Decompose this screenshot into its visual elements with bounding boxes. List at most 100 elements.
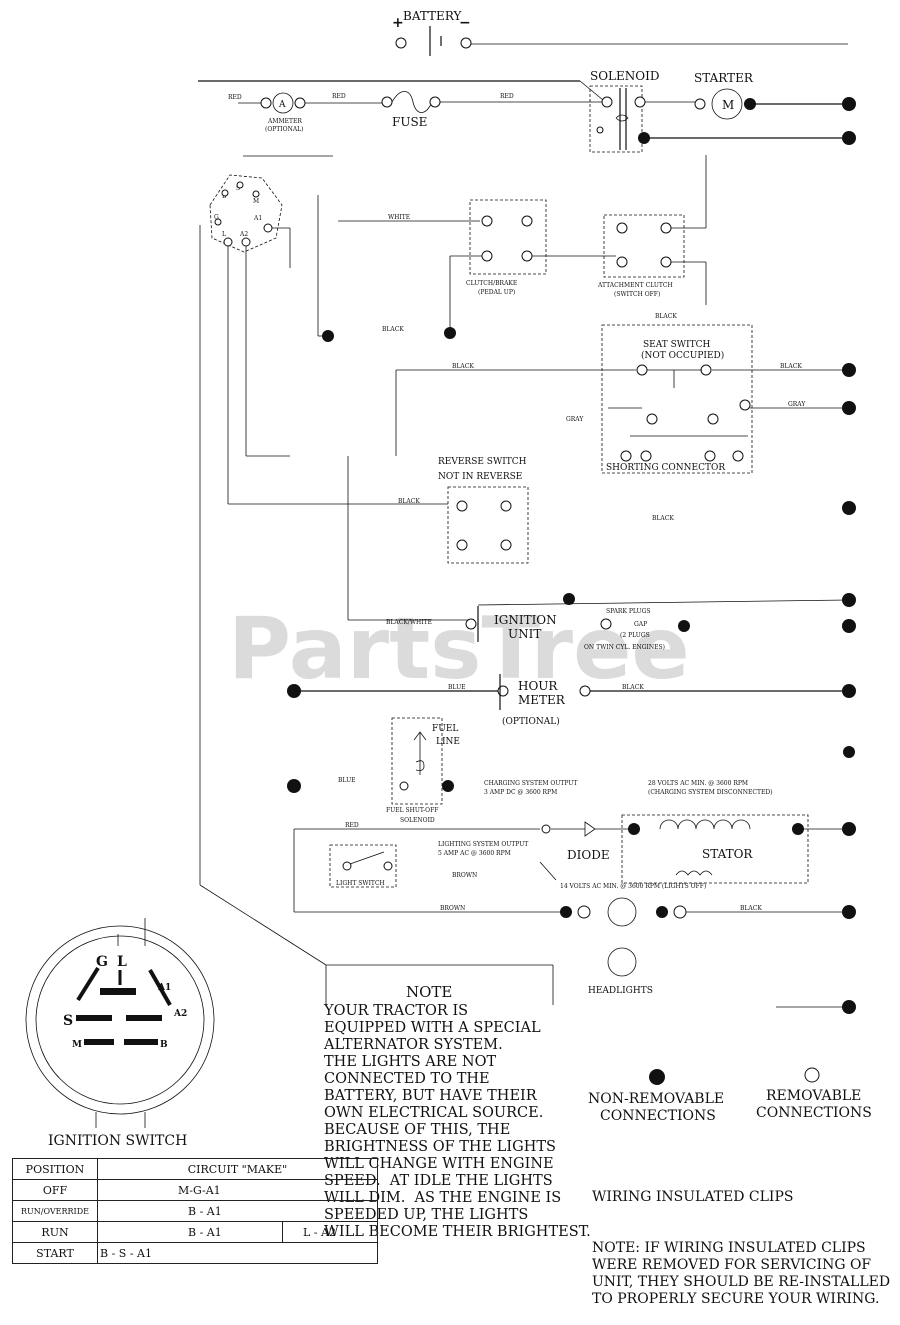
stator-label: STATOR <box>702 847 753 861</box>
switch-face-g: G <box>96 954 108 970</box>
battery: BATTERY + − <box>392 9 848 56</box>
wire-label-black-1: BLACK <box>382 326 404 333</box>
fuel-shutoff-label-1: FUEL SHUT-OFF <box>386 807 438 814</box>
switch-face-l: L <box>117 954 127 970</box>
volts14-label: 14 VOLTS AC MIN. @ 3600 RPM (LIGHTS OFF) <box>560 883 706 890</box>
wire-label-red-4: RED <box>345 822 359 829</box>
battery-negative-terminal <box>460 37 472 49</box>
hour-meter-label-1: HOUR <box>518 679 558 693</box>
conn-letter-a1: A1 <box>253 215 262 222</box>
clutch-brake-sublabel: (PEDAL UP) <box>478 289 515 296</box>
wire-label-blue-2: BLUE <box>338 777 356 784</box>
ammeter-symbol: A <box>278 100 286 110</box>
switch-face-a1: A1 <box>157 983 171 993</box>
switch-face-a2: A2 <box>173 1009 187 1019</box>
ignition-unit-label-1: IGNITION <box>494 613 557 627</box>
light-switch: LIGHT SWITCH <box>329 844 397 888</box>
ignition-switch-table: POSITION CIRCUIT "MAKE" OFF M-G-A1 RUN/O… <box>12 1158 378 1264</box>
charging-output-label-2: 3 AMP DC @ 3600 RPM <box>484 789 557 796</box>
attachment-clutch-label: ATTACHMENT CLUTCH <box>597 282 673 289</box>
ignition-unit-label-2: UNIT <box>508 627 541 641</box>
headlights-label: HEADLIGHTS <box>588 986 653 996</box>
legend-removable-symbol <box>804 1067 820 1083</box>
solenoid-label: SOLENOID <box>590 69 660 83</box>
reverse-switch: REVERSE SWITCH NOT IN REVERSE <box>438 457 529 564</box>
legend-non-removable-symbol <box>649 1069 665 1085</box>
fuse-label: FUSE <box>392 115 427 129</box>
legend-non-removable-1: NON-REMOVABLE <box>588 1091 724 1107</box>
fuel-line-label-2: LINE <box>436 737 460 747</box>
wiring-clips-title: WIRING INSULATED CLIPS <box>592 1189 794 1205</box>
ammeter-caption: AMMETER <box>267 118 302 125</box>
battery-positive-terminal <box>395 37 407 49</box>
ignition-unit: IGNITION UNIT <box>465 606 557 642</box>
header-position: POSITION <box>12 1158 98 1180</box>
fuel-line-label-1: FUEL <box>432 724 458 734</box>
clutch-brake-label: CLUTCH/BRAKE <box>466 280 517 287</box>
wire-label-red-2: RED <box>332 93 346 100</box>
volts28-label-2: (CHARGING SYSTEM DISCONNECTED) <box>648 789 773 796</box>
switch-face-m: M <box>72 1040 82 1050</box>
row-off-position: OFF <box>12 1179 98 1201</box>
switch-face-b: B <box>160 1040 168 1050</box>
conn-letter-s: S <box>236 185 240 192</box>
spark-plugs-label-1: SPARK PLUGS <box>606 608 651 615</box>
wire-label-white: WHITE <box>388 214 410 221</box>
battery-plus-label: + <box>392 15 404 31</box>
wire-label-black-4: BLACK <box>780 363 802 370</box>
conn-letter-b: B <box>222 193 227 200</box>
wire-label-gray-1: GRAY <box>566 416 584 423</box>
wire-label-red-1: RED <box>228 94 242 101</box>
note-title: NOTE <box>406 983 452 1001</box>
attachment-clutch-sublabel: (SWITCH OFF) <box>614 291 660 298</box>
legend-removable-1: REMOVABLE <box>766 1088 861 1104</box>
reverse-switch-sublabel: NOT IN REVERSE <box>438 472 522 482</box>
row-off-circuit: M-G-A1 <box>97 1179 378 1201</box>
ammeter: A AMMETER (OPTIONAL) <box>260 92 306 133</box>
seat-switch-sublabel: (NOT OCCUPIED) <box>641 350 724 361</box>
charging-output-label-1: CHARGING SYSTEM OUTPUT <box>484 780 577 787</box>
battery-minus-label: − <box>459 15 471 31</box>
spark-plugs-label-4: ON TWIN CYL. ENGINES) <box>584 644 665 651</box>
wire-label-brown-2: BROWN <box>440 905 465 912</box>
legend: NON-REMOVABLE CONNECTIONS REMOVABLE CONN… <box>588 1067 872 1124</box>
shorting-connector-label: SHORTING CONNECTOR <box>606 463 725 473</box>
starter-label: STARTER <box>694 71 754 85</box>
row-start-position: START <box>12 1242 98 1264</box>
fuel-shutoff-solenoid: FUEL LINE FUEL SHUT-OFF SOLENOID <box>386 717 460 824</box>
wire-label-black-8: BLACK <box>740 905 762 912</box>
wire-label-black-6: BLACK <box>398 498 420 505</box>
switch-face-s: S <box>63 1013 73 1029</box>
table-row: OFF M-G-A1 <box>12 1179 378 1201</box>
volts28-label-1: 28 VOLTS AC MIN. @ 3600 RPM <box>648 780 748 787</box>
wire-label-red-3: RED <box>500 93 514 100</box>
fuse: FUSE <box>381 91 441 129</box>
wire-label-black-7: BLACK <box>622 684 644 691</box>
light-switch-label: LIGHT SWITCH <box>336 880 385 887</box>
hour-meter: HOUR METER (OPTIONAL) <box>497 674 591 727</box>
row-override-circuit: B - A1 <box>97 1200 378 1222</box>
seat-switch-label: SEAT SWITCH <box>643 340 710 350</box>
table-row: RUN/OVERRIDE B - A1 <box>12 1200 378 1222</box>
wire-label-black-2: BLACK <box>655 313 677 320</box>
header-circuit: CIRCUIT "MAKE" <box>97 1158 378 1180</box>
starter-motor-symbol: M <box>722 98 734 112</box>
reverse-switch-label: REVERSE SWITCH <box>438 457 527 467</box>
ignition-table-header: POSITION CIRCUIT "MAKE" <box>12 1158 378 1180</box>
legend-non-removable-2: CONNECTIONS <box>600 1108 716 1124</box>
spark-plugs-label-3: (2 PLUGS <box>620 632 650 639</box>
lighting-output-label-2: 5 AMP AC @ 3600 RPM <box>438 850 511 857</box>
wire-label-black-5: BLACK <box>652 515 674 522</box>
legend-removable-2: CONNECTIONS <box>756 1105 872 1121</box>
wire-label-black-3: BLACK <box>452 363 474 370</box>
conn-letter-g: G <box>214 214 219 221</box>
wire-label-brown-1: BROWN <box>452 872 477 879</box>
stator: STATOR <box>621 814 809 884</box>
wire-label-black-white: BLACK/WHITE <box>386 619 432 626</box>
watermark: PartsTree <box>228 599 690 699</box>
table-row: START B - S - A1 <box>12 1242 378 1264</box>
wiring-diagram: PartsTree BATTERY + − RED RED RED A AMME… <box>25 9 872 1128</box>
hour-meter-label-2: METER <box>518 693 566 707</box>
wiring-clips-body: NOTE: IF WIRING INSULATED CLIPS WERE REM… <box>592 1240 891 1307</box>
seat-switch: SEAT SWITCH (NOT OCCUPIED) <box>601 324 753 474</box>
